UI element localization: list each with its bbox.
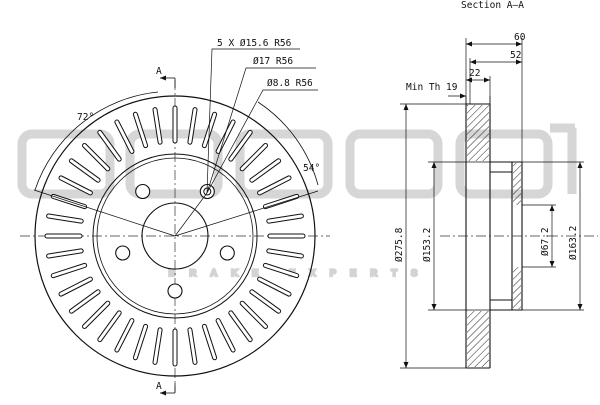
friction-inner-edge	[92, 153, 258, 319]
section-title: Section A–A	[461, 0, 524, 11]
dim-min-thickness-label: Min Th 19	[406, 82, 458, 93]
vent-slot-inner	[69, 159, 100, 182]
dim-min-thickness	[448, 93, 491, 104]
section-marker-label-bottom: A	[156, 381, 162, 392]
section-marker-bottom: A	[156, 381, 176, 396]
vent-slot-inner	[98, 311, 121, 342]
dim-friction-width	[466, 76, 491, 104]
bolt-holes	[115, 183, 235, 299]
vent-slot-inner	[153, 328, 162, 364]
dim-center-bore-label: Ø67.2	[540, 227, 551, 256]
dim-outer-diameter	[400, 103, 466, 369]
vent-slot-inner	[229, 311, 252, 342]
vent-slot-inner	[69, 290, 100, 313]
vent-slot-inner	[229, 130, 252, 161]
dim-outer-diameter-label: Ø275.8	[394, 227, 405, 262]
vent-slot-inner	[51, 263, 87, 278]
vent-slot-inner	[258, 176, 291, 195]
vent-slots	[44, 105, 306, 367]
vent-slot-inner	[188, 108, 197, 144]
callout-hole-17: Ø17 R56	[253, 56, 293, 67]
dim-total-width-label: 60	[514, 32, 526, 43]
section-marker-top: A	[156, 66, 176, 88]
hat-edge	[96, 157, 254, 315]
vent-slot-inner	[115, 120, 134, 153]
vent-slot-inner	[263, 263, 299, 278]
angle-label-right: 54°	[303, 163, 320, 174]
section-marker-label-top: A	[156, 66, 162, 77]
callout-bolt-holes: 5 X Ø15.6 R56	[217, 38, 292, 49]
brand-tagline: BRAKE EXPERTS	[169, 268, 432, 279]
vent-slot-inner	[47, 214, 83, 223]
vent-slot-inner	[83, 144, 110, 171]
vent-slot-inner	[98, 130, 121, 161]
vent-slot-inner	[59, 176, 92, 195]
bolt-hole	[135, 183, 151, 200]
vent-slot-inner	[59, 277, 92, 296]
vent-slot-inner	[216, 120, 235, 153]
vent-slot-inner	[153, 108, 162, 144]
angle-arc-right	[257, 101, 319, 186]
dim-inner-diameter	[428, 161, 490, 311]
angle-line-right	[174, 190, 319, 237]
front-view: A A 5 X Ø15.6 R56 Ø17 R56 Ø8.8 R56 72° 5…	[20, 38, 330, 396]
vent-slot-inner	[216, 319, 235, 352]
vent-slot-inner	[240, 301, 267, 328]
vent-slot-inner	[240, 144, 267, 171]
leader-holes	[206, 48, 300, 194]
section-hatch-lower	[467, 311, 489, 367]
dim-friction-width-label: 22	[469, 68, 480, 79]
vent-slot-inner	[83, 301, 110, 328]
vent-slot-inner	[115, 319, 134, 352]
section-hatch-hat-upper	[513, 163, 521, 205]
leader-hole-17	[206, 67, 316, 194]
section-hatch-upper	[467, 105, 489, 161]
bolt-hole	[167, 283, 183, 299]
vent-slot-inner	[250, 159, 281, 182]
dim-hat-width-label: 52	[510, 50, 521, 61]
section-hatch-hat-lower	[513, 267, 521, 309]
dim-total-width	[465, 38, 523, 162]
vent-slot-inner	[47, 249, 83, 258]
vent-slot-inner	[133, 112, 148, 148]
angle-line-left	[33, 189, 176, 237]
dim-center-bore	[522, 204, 556, 268]
vent-slot-inner	[250, 290, 281, 313]
bolt-hole	[219, 245, 235, 261]
bolt-hole	[115, 245, 131, 261]
center-bore	[141, 202, 209, 270]
angle-arc-left	[34, 91, 159, 191]
vent-slot-inner	[202, 324, 217, 360]
vent-slot-inner	[267, 249, 303, 258]
section-view: Section A–A	[394, 0, 598, 369]
leader-hole-8-8	[206, 89, 318, 194]
vent-slot-inner	[188, 328, 197, 364]
dim-hat-diameter	[522, 161, 584, 311]
disc-outer-edge	[34, 95, 316, 377]
callout-hole-8-8: Ø8.8 R56	[267, 78, 313, 89]
dim-inner-diameter-label: Ø153.2	[422, 228, 433, 262]
dim-hat-diameter-label: Ø163.2	[568, 226, 579, 260]
vent-slot-inner	[263, 194, 299, 209]
dim-hat-width	[469, 58, 522, 104]
vent-slot-inner	[258, 277, 291, 296]
angle-label-left: 72°	[77, 112, 94, 123]
vent-slot-inner	[133, 324, 148, 360]
vent-slot-inner	[267, 214, 303, 223]
angle-line-hole	[174, 192, 208, 237]
